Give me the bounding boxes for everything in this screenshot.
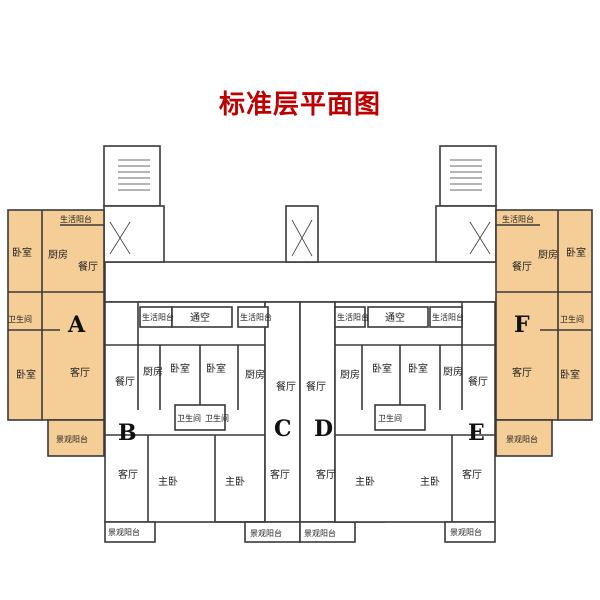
unit-label-c: C [274,416,292,442]
void-right [367,306,429,328]
room-b-kitchen: 厨房 [143,365,163,378]
unit-f [495,209,593,457]
room-c-kitchen: 厨房 [245,368,265,381]
room-c-dining: 餐厅 [276,380,296,393]
central-elevator [285,205,319,263]
room-c-master: 主卧 [225,475,245,488]
life-balcony-c [237,306,269,328]
room-a-kitchen: 厨房 [48,248,68,261]
room-d-life-balcony: 生活阳台 [337,312,369,322]
left-stair-core [103,145,161,207]
right-stair-core [439,145,497,207]
room-b-view-balcony: 景观阳台 [108,527,140,537]
room-e-life-balcony: 生活阳台 [432,312,464,322]
room-f-bedroom-2: 卧室 [560,368,580,381]
room-d-dining: 餐厅 [306,380,326,393]
room-f-living: 客厅 [512,366,532,379]
room-b-bath: 卫生间 [177,413,201,423]
plan-title: 标准层平面图 [218,90,381,120]
left-elevator-core [103,205,165,263]
room-void-left: 通空 [190,311,210,324]
room-c-living: 客厅 [270,468,290,481]
unit-b [104,301,266,543]
stair-hatch [109,159,491,257]
room-d-living: 客厅 [316,468,336,481]
room-f-life-balcony: 生活阳台 [502,214,534,224]
room-f-bedroom-1: 卧室 [566,246,586,259]
unit-label-a: A [67,312,86,338]
room-a-bedroom-1: 卧室 [12,246,32,259]
room-d-view-balcony: 景观阳台 [304,528,336,538]
life-balcony-d [334,306,366,328]
room-e-kitchen: 厨房 [443,365,463,378]
right-elevator-core [435,205,497,263]
room-e-dining: 餐厅 [468,375,488,388]
room-d-kitchen: 厨房 [340,368,360,381]
room-a-bedroom-2: 卧室 [16,368,36,381]
room-e-living: 客厅 [462,468,482,481]
room-d-master: 主卧 [355,475,375,488]
unit-label-b: B [118,420,137,446]
void-left [171,306,233,328]
room-e-view-balcony: 景观阳台 [450,527,482,537]
unit-label-f: F [514,312,530,338]
unit-e [334,301,496,543]
room-f-kitchen: 厨房 [538,248,558,261]
room-d-bedroom: 卧室 [372,362,392,375]
unit-d [299,301,386,543]
room-d-bath: 卫生间 [378,413,402,423]
room-a-life-balcony: 生活阳台 [60,214,92,224]
room-e-master: 主卧 [420,475,440,488]
room-e-bedroom: 卧室 [408,362,428,375]
room-a-view-balcony: 景观阳台 [56,434,88,444]
room-a-dining: 餐厅 [78,260,98,273]
unit-label-e: E [468,420,485,446]
room-f-bath: 卫生间 [560,314,584,324]
unit-a [7,209,105,457]
room-c-bedroom: 卧室 [206,362,226,375]
central-corridor [104,261,498,303]
room-c-life-balcony: 生活阳台 [240,312,272,322]
room-c-bath: 卫生间 [205,413,229,423]
room-f-dining: 餐厅 [512,260,532,273]
room-b-dining: 餐厅 [115,375,135,388]
life-balcony-e [429,306,463,328]
room-b-life-balcony: 生活阳台 [142,312,174,322]
room-b-master: 主卧 [158,475,178,488]
room-c-view-balcony: 景观阳台 [250,528,282,538]
room-void-right: 通空 [385,311,405,324]
room-f-view-balcony: 景观阳台 [506,434,538,444]
room-b-living: 客厅 [118,468,138,481]
room-a-living: 客厅 [70,366,90,379]
room-b-bedroom: 卧室 [170,362,190,375]
unit-label-d: D [314,416,333,442]
room-a-bath: 卫生间 [8,314,32,324]
